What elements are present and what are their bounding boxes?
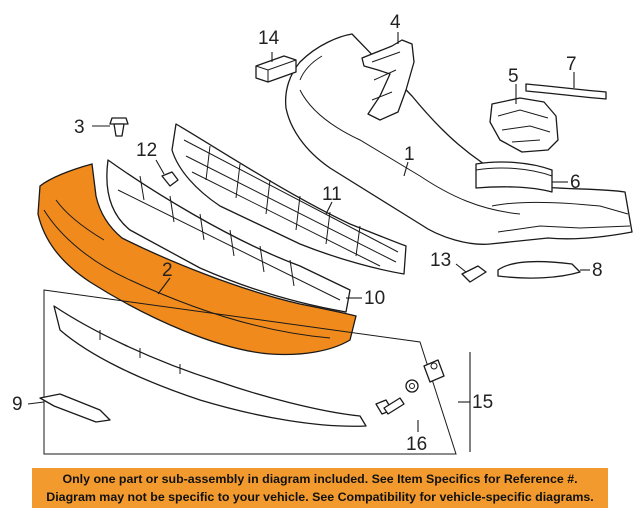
part-3-fastener xyxy=(109,117,129,137)
callout-16: 16 xyxy=(406,434,427,455)
callout-4: 4 xyxy=(390,12,401,33)
callout-11: 11 xyxy=(322,184,342,205)
part-2-lower-valance xyxy=(37,163,357,356)
part-12-clip xyxy=(161,171,179,187)
callout-7: 7 xyxy=(566,54,577,75)
part-10-absorber xyxy=(106,159,351,313)
callout-10: 10 xyxy=(364,288,385,309)
part-8-reflector xyxy=(497,260,581,279)
part-7-trim-strip xyxy=(525,83,607,100)
disclaimer-line-2: Diagram may not be specific to your vehi… xyxy=(46,490,594,504)
part-1-bumper-cover xyxy=(284,33,633,245)
callout-6: 6 xyxy=(570,172,581,193)
part-5-bracket-assembly xyxy=(489,97,559,153)
part-14-block xyxy=(255,55,297,83)
disclaimer-line-1: Only one part or sub-assembly in diagram… xyxy=(62,472,578,486)
callout-15: 15 xyxy=(472,392,493,413)
part-6-cover xyxy=(475,161,553,193)
leader-lines xyxy=(27,32,590,452)
callout-14: 14 xyxy=(258,28,280,49)
callout-9: 9 xyxy=(12,394,23,415)
part-13-cap xyxy=(461,265,487,283)
callout-13: 13 xyxy=(430,250,451,271)
part-9-trim xyxy=(39,393,111,423)
callout-5: 5 xyxy=(508,66,519,87)
callout-8: 8 xyxy=(592,260,603,281)
part-11-grille xyxy=(171,123,407,275)
part-4-bracket xyxy=(361,39,415,121)
callout-12: 12 xyxy=(136,140,157,161)
callout-2: 2 xyxy=(162,260,173,281)
part-16-hardware xyxy=(375,359,445,415)
callout-3: 3 xyxy=(74,117,85,138)
disclaimer-banner: Only one part or sub-assembly in diagram… xyxy=(32,468,608,508)
callout-1: 1 xyxy=(404,144,415,165)
